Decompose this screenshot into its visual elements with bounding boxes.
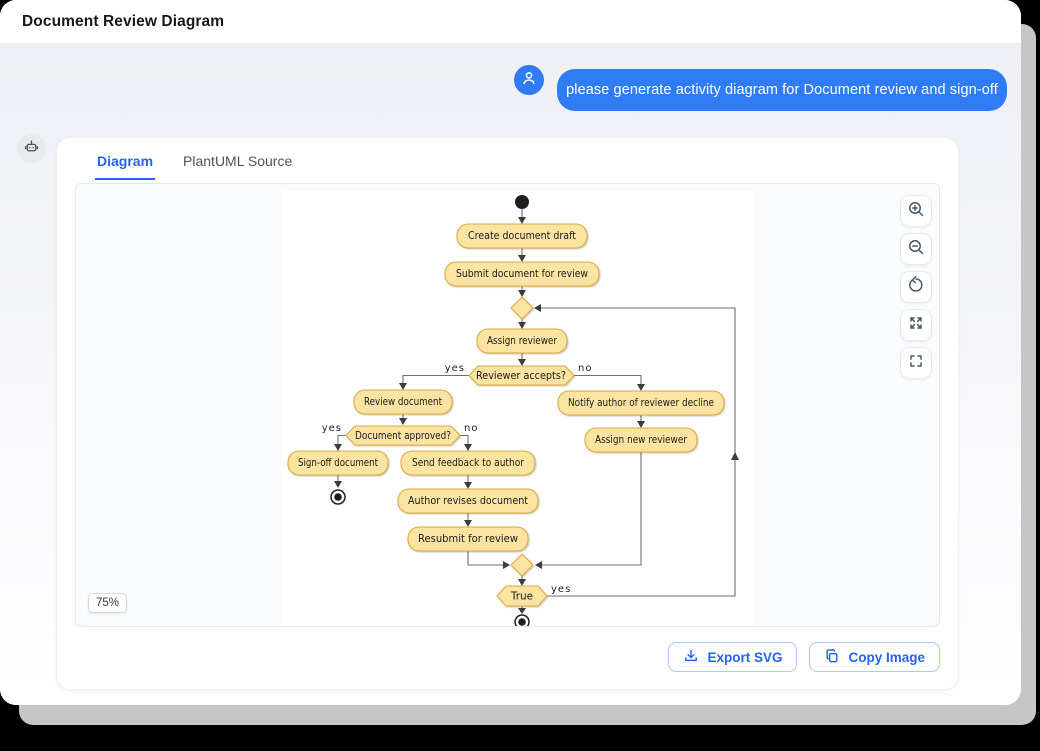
svg-text:Resubmit for review: Resubmit for review: [418, 533, 518, 545]
node-author-revises: Author revises document: [397, 488, 539, 514]
zoom-out-button[interactable]: [900, 233, 932, 265]
arrows-out-icon: [906, 313, 926, 338]
edge-label-accepts-yes: yes: [445, 363, 465, 374]
card-footer: Export SVG Copy Image: [57, 627, 958, 672]
user-message-bubble: please generate activity diagram for Doc…: [557, 69, 1007, 111]
svg-text:Send feedback to author: Send feedback to author: [412, 457, 525, 469]
decision-document-approved: Document approved?: [345, 425, 461, 446]
user-icon: [520, 69, 538, 92]
svg-text:Reviewer accepts?: Reviewer accepts?: [476, 370, 566, 382]
user-avatar: [514, 65, 544, 95]
fullscreen-button[interactable]: [900, 347, 932, 379]
node-create-draft: Create document draft: [456, 223, 588, 249]
edge-label-approved-no: no: [464, 423, 478, 434]
zoom-level-badge: 75%: [88, 593, 128, 613]
copy-icon: [824, 648, 840, 667]
svg-text:Assign new reviewer: Assign new reviewer: [595, 434, 688, 446]
svg-text:Assign reviewer: Assign reviewer: [487, 335, 558, 347]
svg-text:Sign-off document: Sign-off document: [298, 457, 378, 469]
start-node: [515, 195, 529, 209]
page-title: Document Review Diagram: [22, 12, 225, 30]
svg-text:Author revises document: Author revises document: [408, 495, 528, 507]
activity-diagram-svg: Create document draft Submit document fo…: [287, 195, 739, 626]
node-notify-decline: Notify author of reviewer decline: [557, 390, 725, 416]
window-header: Document Review Diagram: [0, 0, 1021, 44]
tab-plantuml-source[interactable]: PlantUML Source: [183, 153, 293, 169]
reset-view-button[interactable]: [900, 271, 932, 303]
diagram-viewport[interactable]: Create document draft Submit document fo…: [75, 183, 940, 627]
svg-text:Submit document for review: Submit document for review: [456, 268, 588, 280]
copy-image-button[interactable]: Copy Image: [809, 642, 940, 672]
diagram-canvas[interactable]: Create document draft Submit document fo…: [281, 191, 755, 626]
svg-text:Review document: Review document: [364, 396, 442, 408]
decision-loop-true: True: [496, 585, 548, 607]
node-sign-off: Sign-off document: [287, 450, 389, 476]
decision-reviewer-accepts: Reviewer accepts?: [468, 365, 575, 386]
edge-label-approved-yes: yes: [322, 423, 342, 434]
svg-text:Create document draft: Create document draft: [468, 230, 576, 242]
edge-label-accepts-no: no: [578, 363, 592, 374]
download-icon: [683, 648, 699, 667]
svg-text:Document approved?: Document approved?: [355, 430, 451, 442]
viewer-controls: [900, 195, 932, 379]
merge-bottom-diamond: [510, 553, 534, 577]
tab-bar: Diagram PlantUML Source: [57, 138, 958, 180]
node-assign-reviewer: Assign reviewer: [476, 328, 568, 354]
rotate-ccw-icon: [906, 275, 926, 300]
node-send-feedback: Send feedback to author: [400, 450, 536, 476]
svg-text:Notify author of reviewer decl: Notify author of reviewer decline: [568, 397, 714, 409]
export-svg-button[interactable]: Export SVG: [668, 642, 798, 672]
zoom-in-button[interactable]: [900, 195, 932, 227]
node-review-document: Review document: [353, 389, 453, 415]
magnifier-plus-icon: [906, 199, 926, 224]
edge-label-loop-yes: yes: [551, 584, 571, 595]
svg-text:True: True: [510, 591, 533, 603]
expand-button[interactable]: [900, 309, 932, 341]
magnifier-minus-icon: [906, 237, 926, 262]
end-node-main: [514, 614, 530, 626]
node-resubmit: Resubmit for review: [407, 526, 529, 552]
app-window: Document Review Diagram please generate …: [0, 0, 1021, 705]
chat-content: please generate activity diagram for Doc…: [0, 44, 1021, 705]
tab-diagram[interactable]: Diagram: [95, 153, 156, 180]
corner-brackets-icon: [906, 351, 926, 376]
user-message-text: please generate activity diagram for Doc…: [566, 82, 998, 98]
end-node-signoff: [330, 489, 346, 505]
diagram-edges: [334, 209, 739, 614]
export-svg-label: Export SVG: [707, 649, 783, 665]
bot-icon: [23, 138, 40, 160]
diagram-card: Diagram PlantUML Source: [56, 137, 959, 690]
merge-top-diamond: [510, 296, 534, 320]
node-submit-review: Submit document for review: [444, 261, 600, 287]
copy-image-label: Copy Image: [848, 649, 925, 665]
node-assign-new-reviewer: Assign new reviewer: [584, 427, 698, 453]
assistant-avatar: [17, 134, 46, 163]
